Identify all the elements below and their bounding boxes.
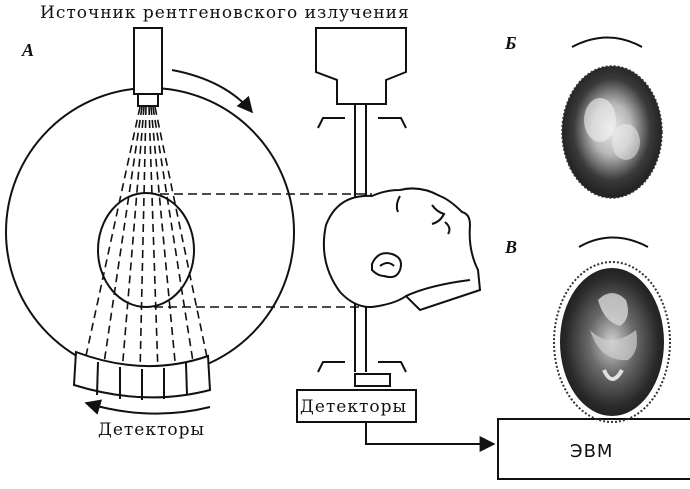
signal-cable [365,422,496,452]
patient-head [322,187,482,312]
scan-b [561,36,663,199]
projection-lines [154,193,372,308]
rotation-arrow-top [171,69,254,114]
detectors-box-label: Детекторы [300,397,408,417]
detector-array [72,350,212,400]
panel-b-label: Б [505,33,517,53]
xray-source-label: Источник рентгеновского излучения [40,3,410,23]
gantry-ring [5,87,295,377]
computer-label: ЭВМ [570,441,614,462]
gantry-panel [5,27,295,415]
computer-box [497,418,690,480]
xray-tube-window [137,93,159,107]
xray-fan-beam [83,106,209,374]
rotation-arrow-bottom [84,399,211,415]
panel-v-label: В [505,237,518,257]
side-view [296,27,496,452]
patient-ear [371,252,402,279]
detectors-label: Детекторы [98,420,206,440]
side-tube [315,27,407,105]
head-section [97,192,195,308]
panel-a-label: А [22,40,35,60]
xray-tube [133,27,163,95]
side-detector-box [296,389,417,423]
scan-v [553,236,671,423]
